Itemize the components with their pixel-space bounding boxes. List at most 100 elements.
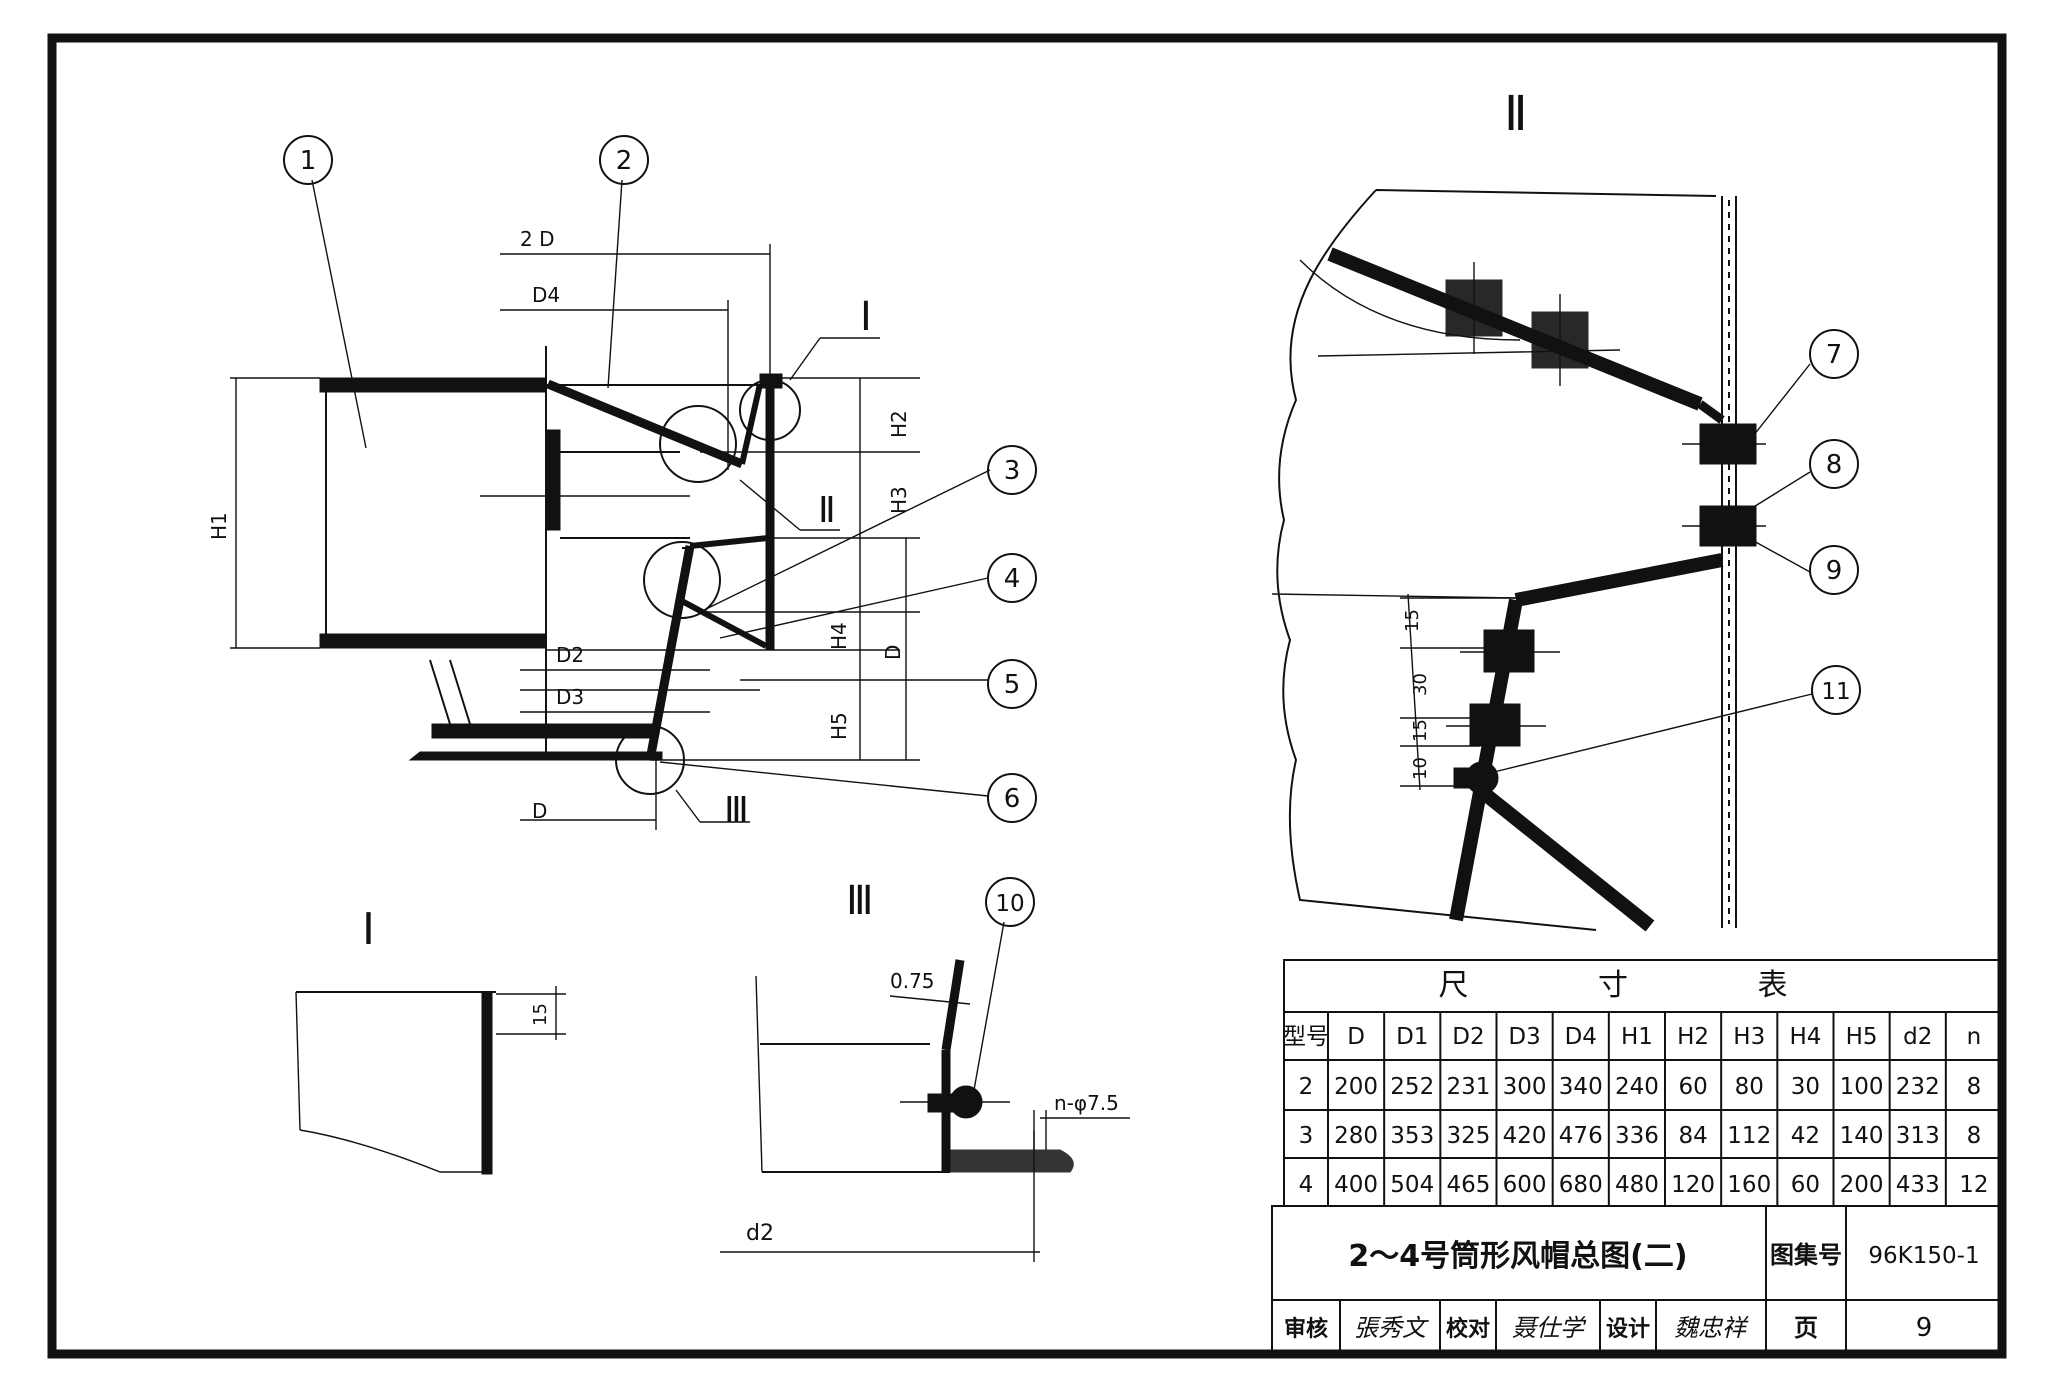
table-cell: 232 <box>1896 1074 1940 1100</box>
table-cell: 420 <box>1503 1123 1547 1149</box>
review-label: 审核 <box>1284 1316 1328 1342</box>
detail-III-dim-d2: d2 <box>746 1221 774 1246</box>
table-header-cell: H3 <box>1733 1024 1765 1050</box>
callout-8-label: 8 <box>1826 450 1843 480</box>
callout-2-label: 2 <box>616 146 633 176</box>
table-cell: 60 <box>1791 1172 1820 1198</box>
table-header-cell: n <box>1967 1024 1982 1050</box>
dim-h5: H5 <box>827 712 851 740</box>
table-cell: 433 <box>1896 1172 1940 1198</box>
table-cell: 680 <box>1559 1172 1603 1198</box>
detail-II-dim-10: 10 <box>1410 757 1431 780</box>
table-cell: 600 <box>1503 1172 1547 1198</box>
table-cell: 476 <box>1559 1123 1603 1149</box>
callout-7-label: 7 <box>1826 340 1843 370</box>
callout-11 <box>1811 665 1861 715</box>
table-cell: 336 <box>1615 1123 1659 1149</box>
table-cell: 84 <box>1678 1123 1707 1149</box>
table-header-cell: D2 <box>1452 1024 1484 1050</box>
table-cell: 200 <box>1334 1074 1378 1100</box>
dim-d3: D3 <box>556 685 584 709</box>
callout-5 <box>987 659 1037 709</box>
detail-II-dim-30: 30 <box>1410 673 1431 696</box>
table-header-cell: D3 <box>1508 1024 1540 1050</box>
table-title: 尺 寸 表 <box>1438 968 1847 1003</box>
table-cell: 30 <box>1791 1074 1820 1100</box>
callout-9 <box>1809 545 1859 595</box>
design-label: 设计 <box>1606 1317 1650 1342</box>
page-number: 9 <box>1916 1313 1933 1343</box>
table-cell: 504 <box>1390 1172 1434 1198</box>
dim-d-right: D <box>881 645 905 660</box>
detail-II-dim-15a: 15 <box>1402 609 1423 632</box>
dim-d4: D4 <box>532 283 560 307</box>
atlas-number: 96K150-1 <box>1868 1243 1979 1269</box>
table-header-cell: d2 <box>1903 1024 1932 1050</box>
table-header-cell: H1 <box>1621 1024 1653 1050</box>
detail-II-view: Ⅱ <box>1271 86 1861 932</box>
table-cell: 353 <box>1390 1123 1434 1149</box>
table-cell: 112 <box>1727 1123 1771 1149</box>
callout-10 <box>985 877 1035 927</box>
atlas-label: 图集号 <box>1770 1241 1842 1269</box>
table-header-cell: H2 <box>1677 1024 1709 1050</box>
table-cell: 8 <box>1967 1074 1982 1100</box>
table-cell: 80 <box>1735 1074 1764 1100</box>
section-marker-I: Ⅰ <box>860 294 872 340</box>
detail-III-view: Ⅲ 0.75 n-φ7.5 d2 10 <box>720 877 1130 1262</box>
callout-8 <box>1809 439 1859 489</box>
table-cell: 60 <box>1678 1074 1707 1100</box>
table-cell: 480 <box>1615 1172 1659 1198</box>
table-cell: 2 <box>1299 1074 1314 1100</box>
table-cell: 3 <box>1299 1123 1314 1149</box>
table-header-cell: 型号 <box>1283 1024 1329 1050</box>
detail-I-view: Ⅰ 15 <box>295 904 566 1175</box>
callout-3-label: 3 <box>1004 456 1021 486</box>
table-cell: 140 <box>1840 1123 1884 1149</box>
callout-7 <box>1809 329 1859 379</box>
page-label: 页 <box>1794 1314 1818 1342</box>
callout-9-label: 9 <box>1826 556 1843 586</box>
table-cell: 100 <box>1840 1074 1884 1100</box>
main-assembly-view: 1 2 3 4 5 6 Ⅰ Ⅱ Ⅲ 2 D D4 D2 D3 D H1 H2 H… <box>207 135 1037 831</box>
detail-III-dim-075: 0.75 <box>890 969 935 993</box>
detail-I-title: Ⅰ <box>362 904 375 955</box>
callout-6-label: 6 <box>1004 784 1021 814</box>
table-cell: 300 <box>1503 1074 1547 1100</box>
check-label: 校对 <box>1446 1316 1490 1342</box>
table-cell: 120 <box>1671 1172 1715 1198</box>
dim-2d: 2 D <box>520 227 554 251</box>
check-signature: 聂仕学 <box>1512 1314 1587 1342</box>
table-header-cell: D1 <box>1396 1024 1428 1050</box>
table-cell: 340 <box>1559 1074 1603 1100</box>
callout-3 <box>987 445 1037 495</box>
table-cell: 200 <box>1840 1172 1884 1198</box>
detail-III-holes: n-φ7.5 <box>1054 1091 1119 1115</box>
callout-5-label: 5 <box>1004 670 1021 700</box>
callout-1-label: 1 <box>300 146 317 176</box>
table-cell: 400 <box>1334 1172 1378 1198</box>
dim-d-bottom: D <box>532 799 547 823</box>
table-cell: 252 <box>1390 1074 1434 1100</box>
table-cell: 465 <box>1446 1172 1490 1198</box>
table-cell: 325 <box>1446 1123 1490 1149</box>
table-cell: 280 <box>1334 1123 1378 1149</box>
table-cell: 42 <box>1791 1123 1820 1149</box>
table-cell: 12 <box>1959 1172 1988 1198</box>
callout-10-label: 10 <box>995 891 1024 917</box>
dim-h2: H2 <box>887 410 911 438</box>
callout-6 <box>987 773 1037 823</box>
dim-d2: D2 <box>556 643 584 667</box>
dim-h3: H3 <box>887 486 911 514</box>
section-marker-III: Ⅲ <box>724 790 749 831</box>
dim-h4: H4 <box>827 622 851 650</box>
table-cell: 8 <box>1967 1123 1982 1149</box>
callout-11-label: 11 <box>1821 679 1850 705</box>
callout-4 <box>987 553 1037 603</box>
table-cell: 313 <box>1896 1123 1940 1149</box>
table-cell: 240 <box>1615 1074 1659 1100</box>
sheet-border <box>47 33 2007 1359</box>
